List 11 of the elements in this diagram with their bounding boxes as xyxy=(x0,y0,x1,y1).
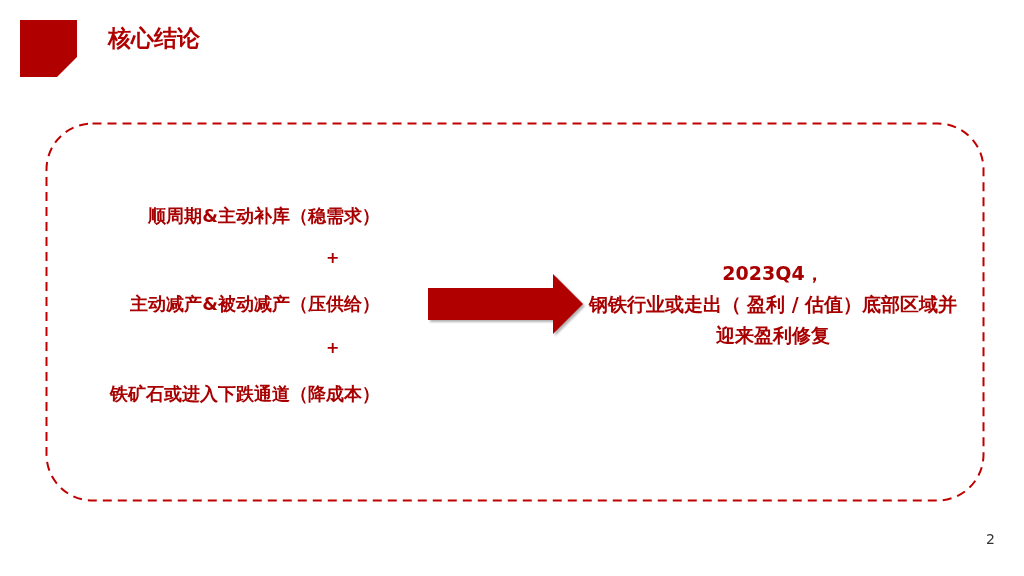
conclusion-period: 2023Q4， xyxy=(722,260,824,286)
slide-title: 核心结论 xyxy=(108,24,200,53)
block-arrow xyxy=(428,274,583,334)
plus-sign: + xyxy=(326,248,340,268)
plus-sign: + xyxy=(326,338,340,358)
dashed-frame xyxy=(45,122,985,502)
factor-text: 顺周期&主动补库（稳需求） xyxy=(148,203,380,228)
factor-text: 主动减产&被动减产（压供给） xyxy=(130,291,380,316)
page-number: 2 xyxy=(986,530,995,549)
conclusion-text: 钢铁行业或走出（ 盈利 / 估值）底部区域并迎来盈利修复 xyxy=(588,291,958,348)
factor-text: 铁矿石或进入下跌通道（降成本） xyxy=(110,381,380,406)
